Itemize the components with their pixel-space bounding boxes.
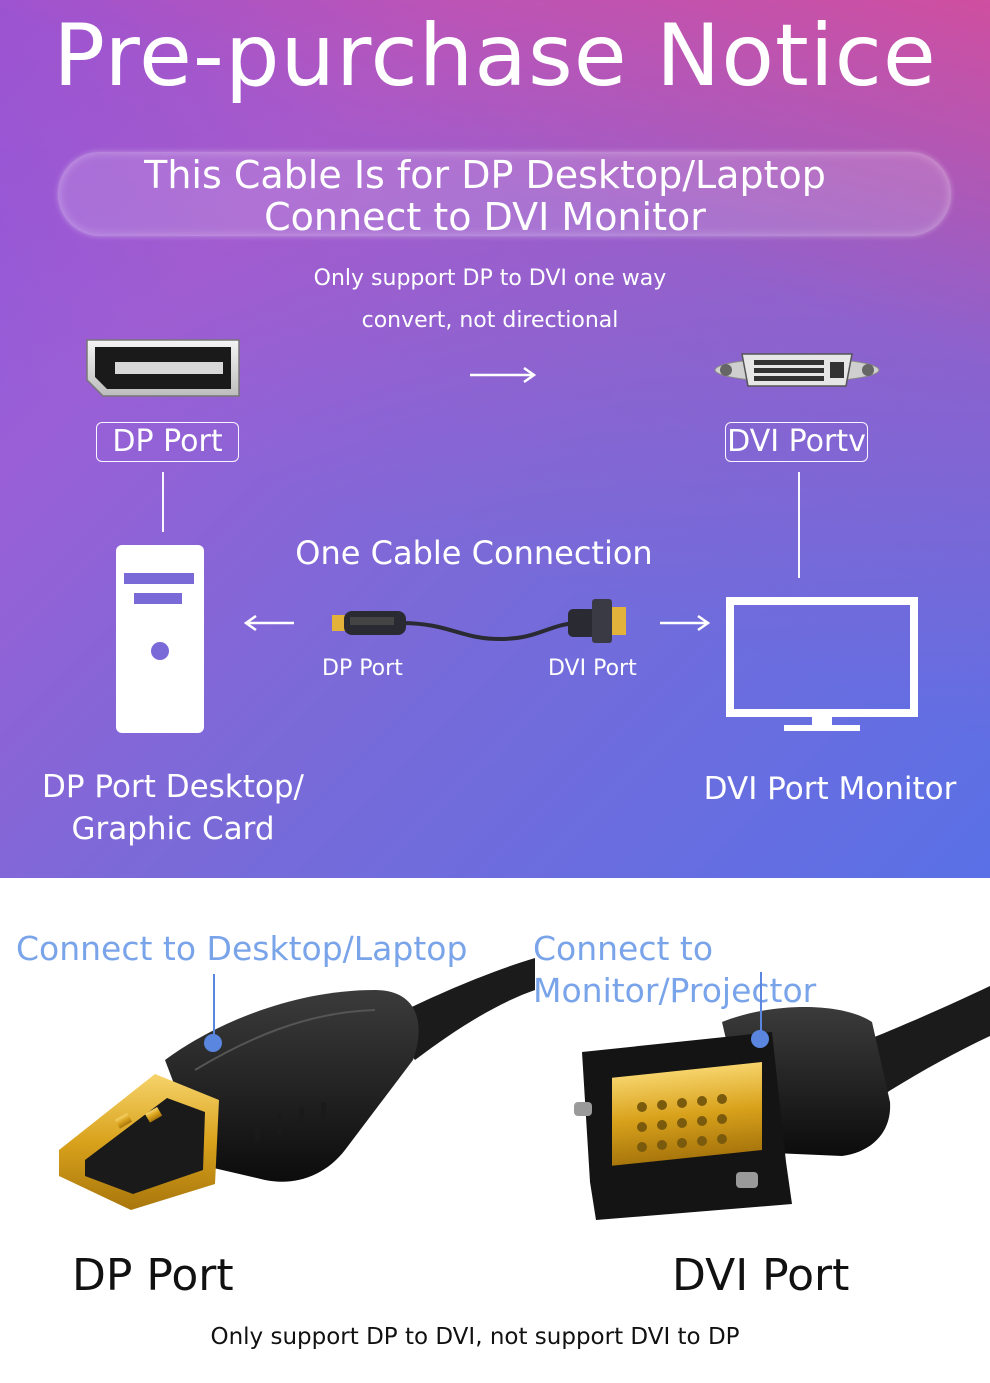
pc-caption-line-1: DP Port Desktop/ xyxy=(41,769,305,805)
cable-connection-title: One Cable Connection xyxy=(295,534,653,572)
subtitle-line-1: This Cable Is for DP Desktop/Laptop xyxy=(144,153,826,197)
connector-line-right xyxy=(798,472,800,578)
direction-note: Only support DP to DVI one way convert, … xyxy=(0,258,980,342)
dvi-port-caption: DVI Port xyxy=(672,1250,850,1301)
connect-monitor-label: Connect to Monitor/Projector xyxy=(533,929,817,1010)
page-title: Pre-purchase Notice xyxy=(53,6,937,106)
connect-desktop-label: Connect to Desktop/Laptop xyxy=(16,929,468,968)
monitor-caption: DVI Port Monitor xyxy=(703,771,957,807)
one-way-note: Only support DP to DVI, not support DVI … xyxy=(210,1324,740,1350)
dvi-port-label: DVI Portv xyxy=(725,422,868,462)
dvi-socket-icon xyxy=(714,353,880,387)
connector-line-left xyxy=(162,472,164,532)
monitor-icon xyxy=(726,597,918,731)
right-arrow-icon xyxy=(660,614,711,632)
pointer-line-left xyxy=(213,974,215,1044)
dvi-plug-image xyxy=(574,986,990,1220)
dp-port-label: DP Port xyxy=(96,422,239,462)
direction-note-line-1: Only support DP to DVI one way xyxy=(313,266,667,291)
dp-plug-image xyxy=(59,958,535,1210)
pointer-dot-right xyxy=(751,1030,769,1048)
hero-section: Pre-purchase Notice This Cable Is for DP… xyxy=(0,0,990,878)
cable-dp-end-label: DP Port xyxy=(322,656,403,681)
dp-to-dvi-cable-icon xyxy=(332,599,626,643)
right-arrow-icon xyxy=(470,366,537,384)
left-arrow-icon xyxy=(243,614,294,632)
cable-dvi-end-label: DVI Port xyxy=(548,656,637,681)
direction-note-line-2: convert, not directional xyxy=(361,308,619,333)
subtitle-pill xyxy=(58,152,951,236)
displayport-socket-icon xyxy=(86,339,240,397)
subtitle-text: This Cable Is for DP Desktop/Laptop Conn… xyxy=(0,154,970,238)
pointer-line-right xyxy=(760,972,762,1038)
pointer-dot-left xyxy=(204,1034,222,1052)
pc-caption-line-2: Graphic Card xyxy=(71,811,275,847)
dp-port-caption: DP Port xyxy=(72,1250,234,1301)
desktop-pc-icon xyxy=(116,545,204,733)
subtitle-line-2: Connect to DVI Monitor xyxy=(264,195,706,239)
pc-caption: DP Port Desktop/ Graphic Card xyxy=(20,766,326,850)
